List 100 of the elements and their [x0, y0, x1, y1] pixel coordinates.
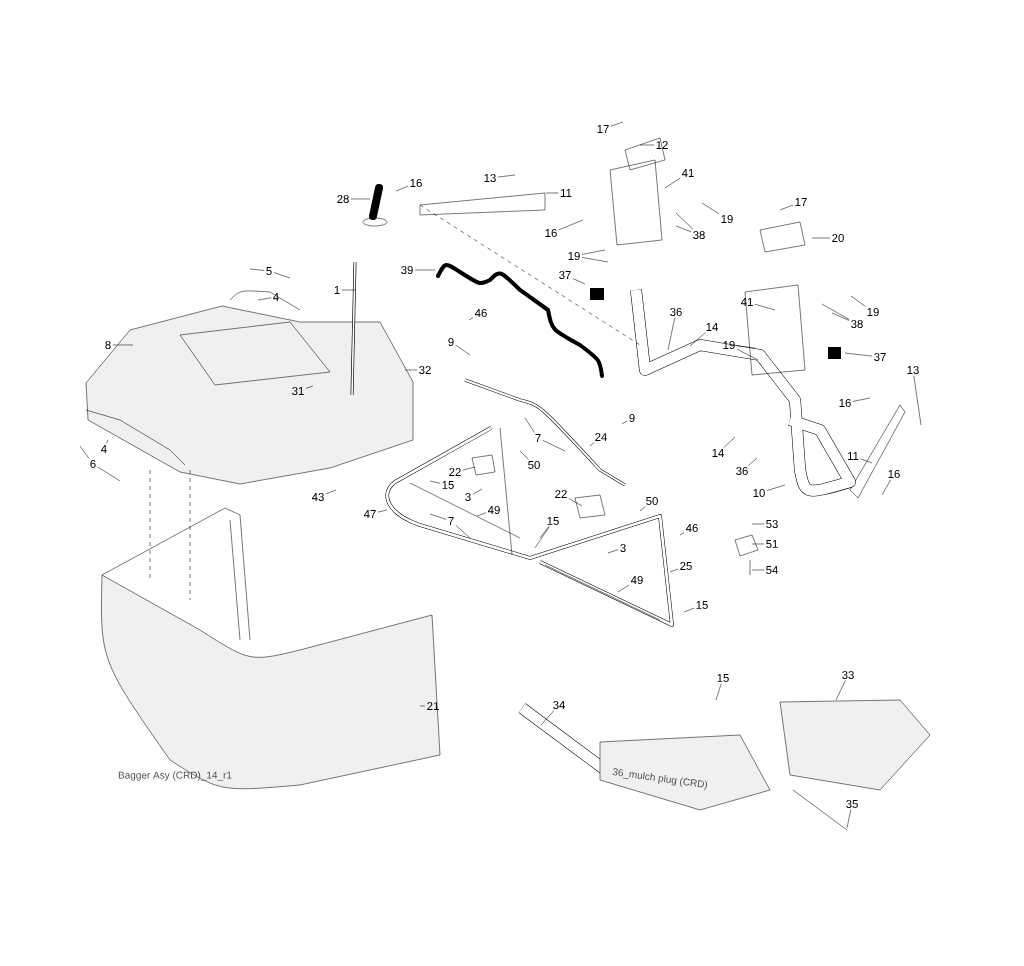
callout-number: 5 — [266, 267, 272, 275]
leader-line — [476, 512, 487, 517]
leader-line — [751, 523, 765, 525]
leader-line — [881, 479, 892, 496]
callout-number: 24 — [595, 433, 607, 441]
drawing-label: 36_mulch plug (CRD) — [612, 768, 708, 790]
leader-line — [754, 304, 776, 311]
leader-line — [581, 249, 606, 255]
drawing-label: Bagger Asy (CRD)_14_r1 — [118, 771, 232, 781]
callout-number: 37 — [874, 353, 886, 361]
callout-number: 38 — [693, 231, 705, 239]
callout-number: 50 — [646, 497, 658, 505]
callout-number: 16 — [839, 399, 851, 407]
leader-line — [639, 144, 655, 146]
leader-line — [97, 466, 121, 482]
leader-line — [852, 397, 871, 402]
callout-number: 15 — [442, 481, 454, 489]
leader-line — [581, 257, 609, 263]
callout-number: 20 — [832, 234, 844, 242]
leader-line — [429, 480, 441, 484]
callout-number: 4 — [273, 293, 279, 301]
callout-number: 19 — [867, 308, 879, 316]
callout-number: 16 — [545, 229, 557, 237]
leader-line — [472, 488, 483, 495]
leader-line — [558, 219, 584, 231]
callout-number: 14 — [712, 449, 724, 457]
leader-line — [455, 525, 471, 539]
leader-line — [610, 121, 624, 127]
leader-line — [79, 445, 90, 459]
leader-line — [519, 450, 529, 460]
callout-number: 4 — [101, 445, 107, 453]
leader-line — [736, 348, 759, 361]
callout-number: 19 — [723, 341, 735, 349]
callout-number: 35 — [846, 800, 858, 808]
leader-line — [675, 212, 694, 230]
callout-number: 17 — [795, 198, 807, 206]
callout-number: 13 — [484, 174, 496, 182]
leader-line — [249, 268, 265, 271]
leader-line — [831, 312, 850, 321]
callout-number: 19 — [568, 252, 580, 260]
leader-line — [273, 272, 291, 279]
callout-number: 49 — [630, 576, 643, 584]
callout-number: 53 — [766, 520, 778, 528]
leader-line — [468, 317, 474, 321]
callout-number: 9 — [629, 414, 635, 422]
leader-line — [821, 303, 850, 320]
leader-line — [621, 420, 628, 425]
leader-line — [462, 466, 476, 471]
leader-line — [751, 569, 765, 571]
leader-line — [607, 549, 619, 554]
leader-line — [664, 177, 681, 189]
leader-line — [568, 498, 583, 507]
callout-number: 39 — [401, 266, 413, 274]
callout-number: 17 — [597, 125, 609, 133]
callout-number: 31 — [292, 387, 304, 395]
leader-line — [325, 489, 337, 495]
leader-line — [811, 237, 831, 239]
leader-line — [835, 680, 846, 701]
callout-number: 43 — [311, 493, 324, 501]
callout-number: 37 — [559, 271, 571, 279]
callout-number: 21 — [427, 702, 439, 710]
leader-line — [850, 295, 866, 307]
callout-number: 47 — [363, 510, 376, 518]
callout-number: 34 — [553, 701, 565, 709]
callout-number: 25 — [680, 562, 692, 570]
leader-line — [844, 352, 873, 357]
leader-line — [913, 375, 922, 426]
callout-number: 13 — [907, 366, 919, 374]
leader-line — [860, 458, 873, 464]
callout-number: 41 — [681, 169, 694, 177]
callout-number: 1 — [334, 286, 340, 294]
callout-number: 11 — [848, 452, 859, 460]
leader-line — [341, 289, 356, 291]
callout-number: 15 — [547, 517, 559, 525]
callout-number: 41 — [740, 298, 753, 306]
callout-number: 36 — [736, 467, 748, 475]
leader-line — [112, 344, 134, 346]
leader-line — [683, 607, 695, 613]
leader-line — [689, 332, 706, 347]
leader-line — [669, 568, 679, 573]
callout-number: 28 — [337, 195, 349, 203]
callout-number: 50 — [528, 461, 540, 469]
callout-number: 6 — [90, 460, 96, 468]
leader-line — [751, 543, 765, 545]
leader-line — [455, 345, 471, 356]
callout-number: 9 — [448, 338, 454, 346]
callout-number: 10 — [753, 489, 765, 497]
callout-number: 3 — [465, 493, 471, 501]
callout-number: 49 — [487, 506, 500, 514]
callout-number: 15 — [717, 674, 729, 682]
leader-line — [540, 710, 555, 726]
leader-line — [542, 440, 566, 452]
leader-line — [419, 705, 426, 707]
leader-line — [715, 683, 722, 701]
callout-number: 33 — [842, 671, 854, 679]
leader-line — [701, 202, 720, 215]
callout-number: 8 — [105, 341, 111, 349]
callout-number: 54 — [766, 566, 778, 574]
leader-line — [779, 204, 794, 211]
leader-line — [350, 198, 371, 200]
